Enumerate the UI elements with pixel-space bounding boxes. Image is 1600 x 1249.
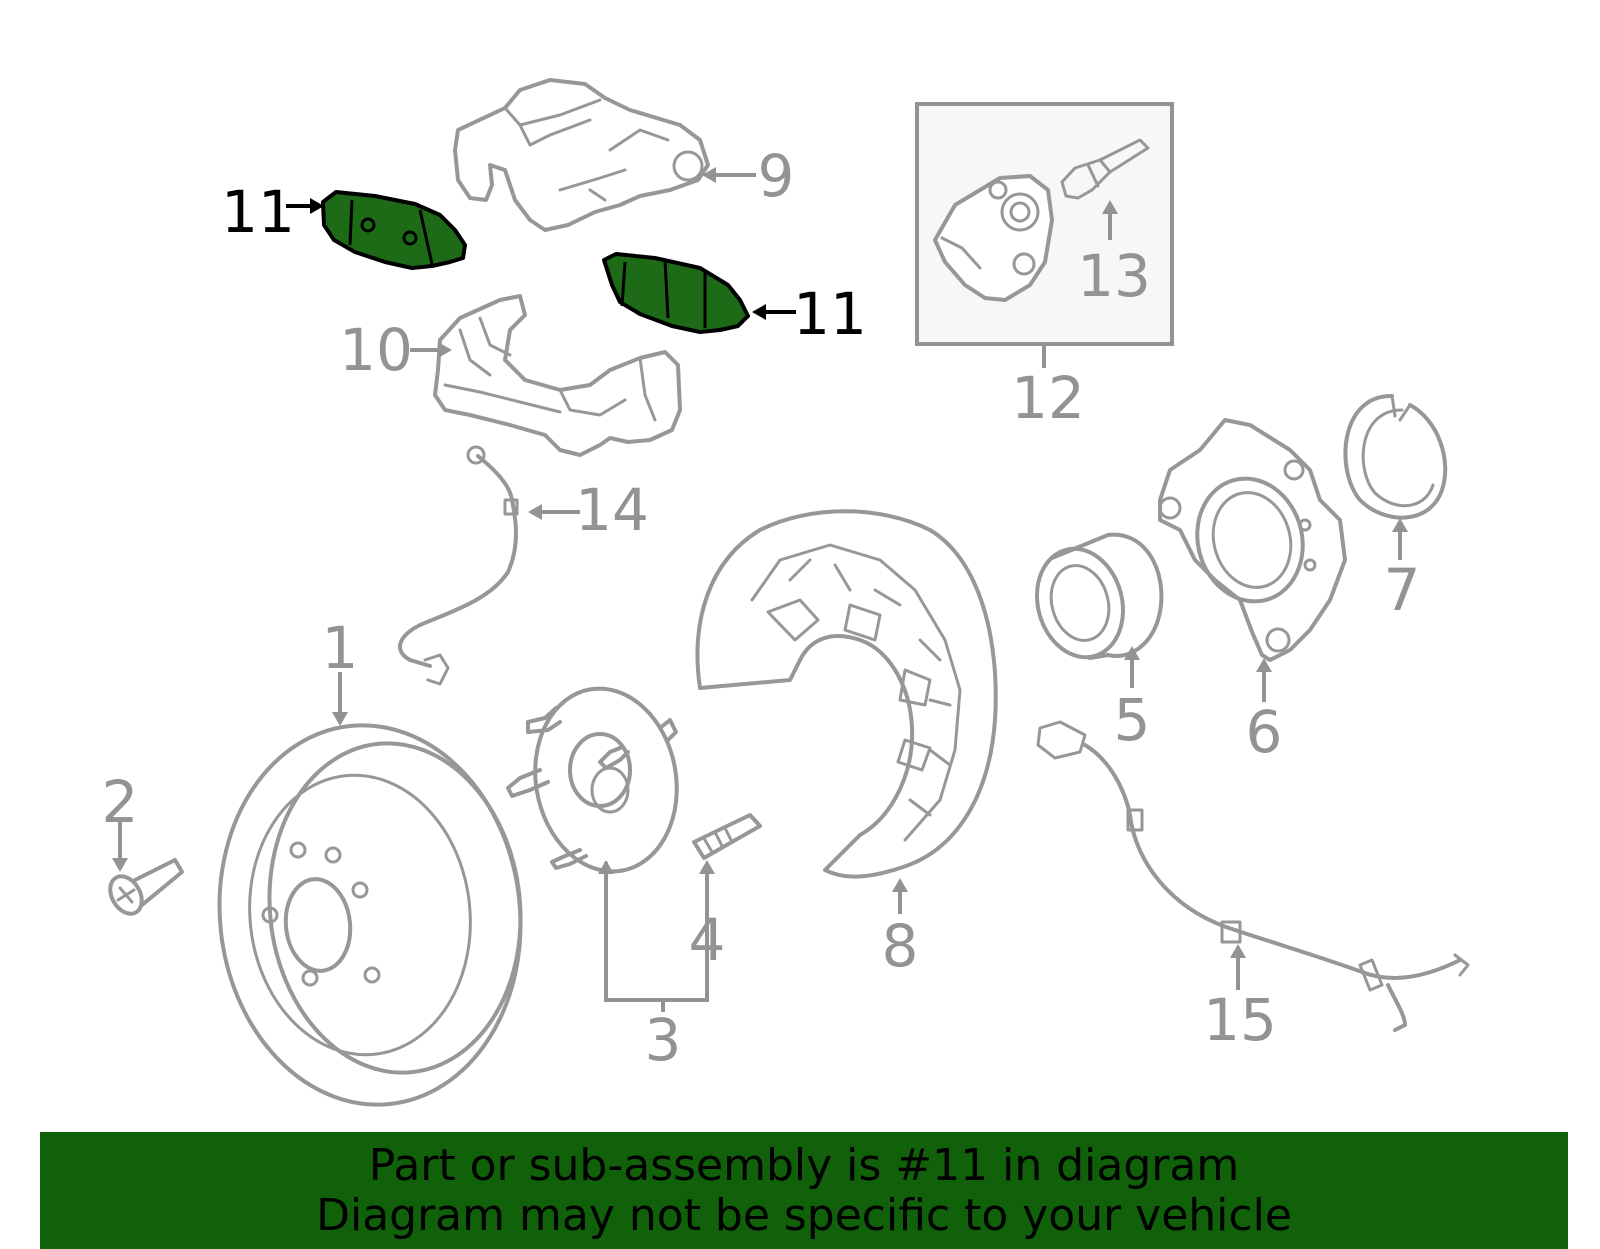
callout-15: 15: [1203, 986, 1277, 1054]
callout-1: 1: [322, 614, 359, 682]
caliper-part-9: [453, 78, 710, 232]
callout-11-upper: 11: [221, 178, 295, 246]
wheel-bearing-part-5: [1035, 532, 1164, 660]
caliper-bracket-part-10: [433, 294, 682, 457]
callout-7: 7: [1384, 556, 1421, 624]
brake-rotor-part-1: [217, 723, 523, 1107]
footer-banner: Part or sub-assembly is #11 in diagram D…: [40, 1132, 1568, 1249]
callout-14: 14: [575, 476, 649, 544]
callout-3: 3: [645, 1006, 682, 1074]
callout-2: 2: [102, 768, 139, 836]
wheel-stud-part-4: [692, 813, 762, 860]
dust-shield-part-8: [695, 509, 998, 879]
callout-5: 5: [1114, 686, 1151, 754]
screw-part-2: [108, 858, 184, 916]
banner-line-1: Part or sub-assembly is #11 in diagram: [368, 1139, 1240, 1191]
callout-10: 10: [339, 316, 413, 384]
wheel-speed-sensor-part-15: [1036, 720, 1470, 1032]
part-12-inset-box: [915, 102, 1174, 346]
banner-line-2: Diagram may not be specific to your vehi…: [316, 1189, 1292, 1241]
callout-12: 12: [1011, 364, 1085, 432]
callout-labels: 1 2 3 4 5 6 7 8 9 10 11 11 12 13 14 15: [102, 142, 1421, 1074]
callout-9: 9: [758, 142, 795, 210]
wheel-hub-part-3: [506, 686, 679, 874]
snap-ring-part-7: [1343, 393, 1448, 520]
callout-11-lower: 11: [793, 280, 867, 348]
brake-pad-part-11-lower: [602, 252, 750, 334]
callout-8: 8: [882, 912, 919, 980]
brake-hose-part-14: [398, 445, 519, 686]
brake-pad-part-11-upper: [321, 190, 467, 270]
callout-13: 13: [1077, 242, 1151, 310]
leader-lines: [112, 167, 1408, 1012]
bearing-housing-part-6: [1158, 418, 1347, 662]
callout-4: 4: [689, 906, 726, 974]
callout-6: 6: [1246, 698, 1283, 766]
